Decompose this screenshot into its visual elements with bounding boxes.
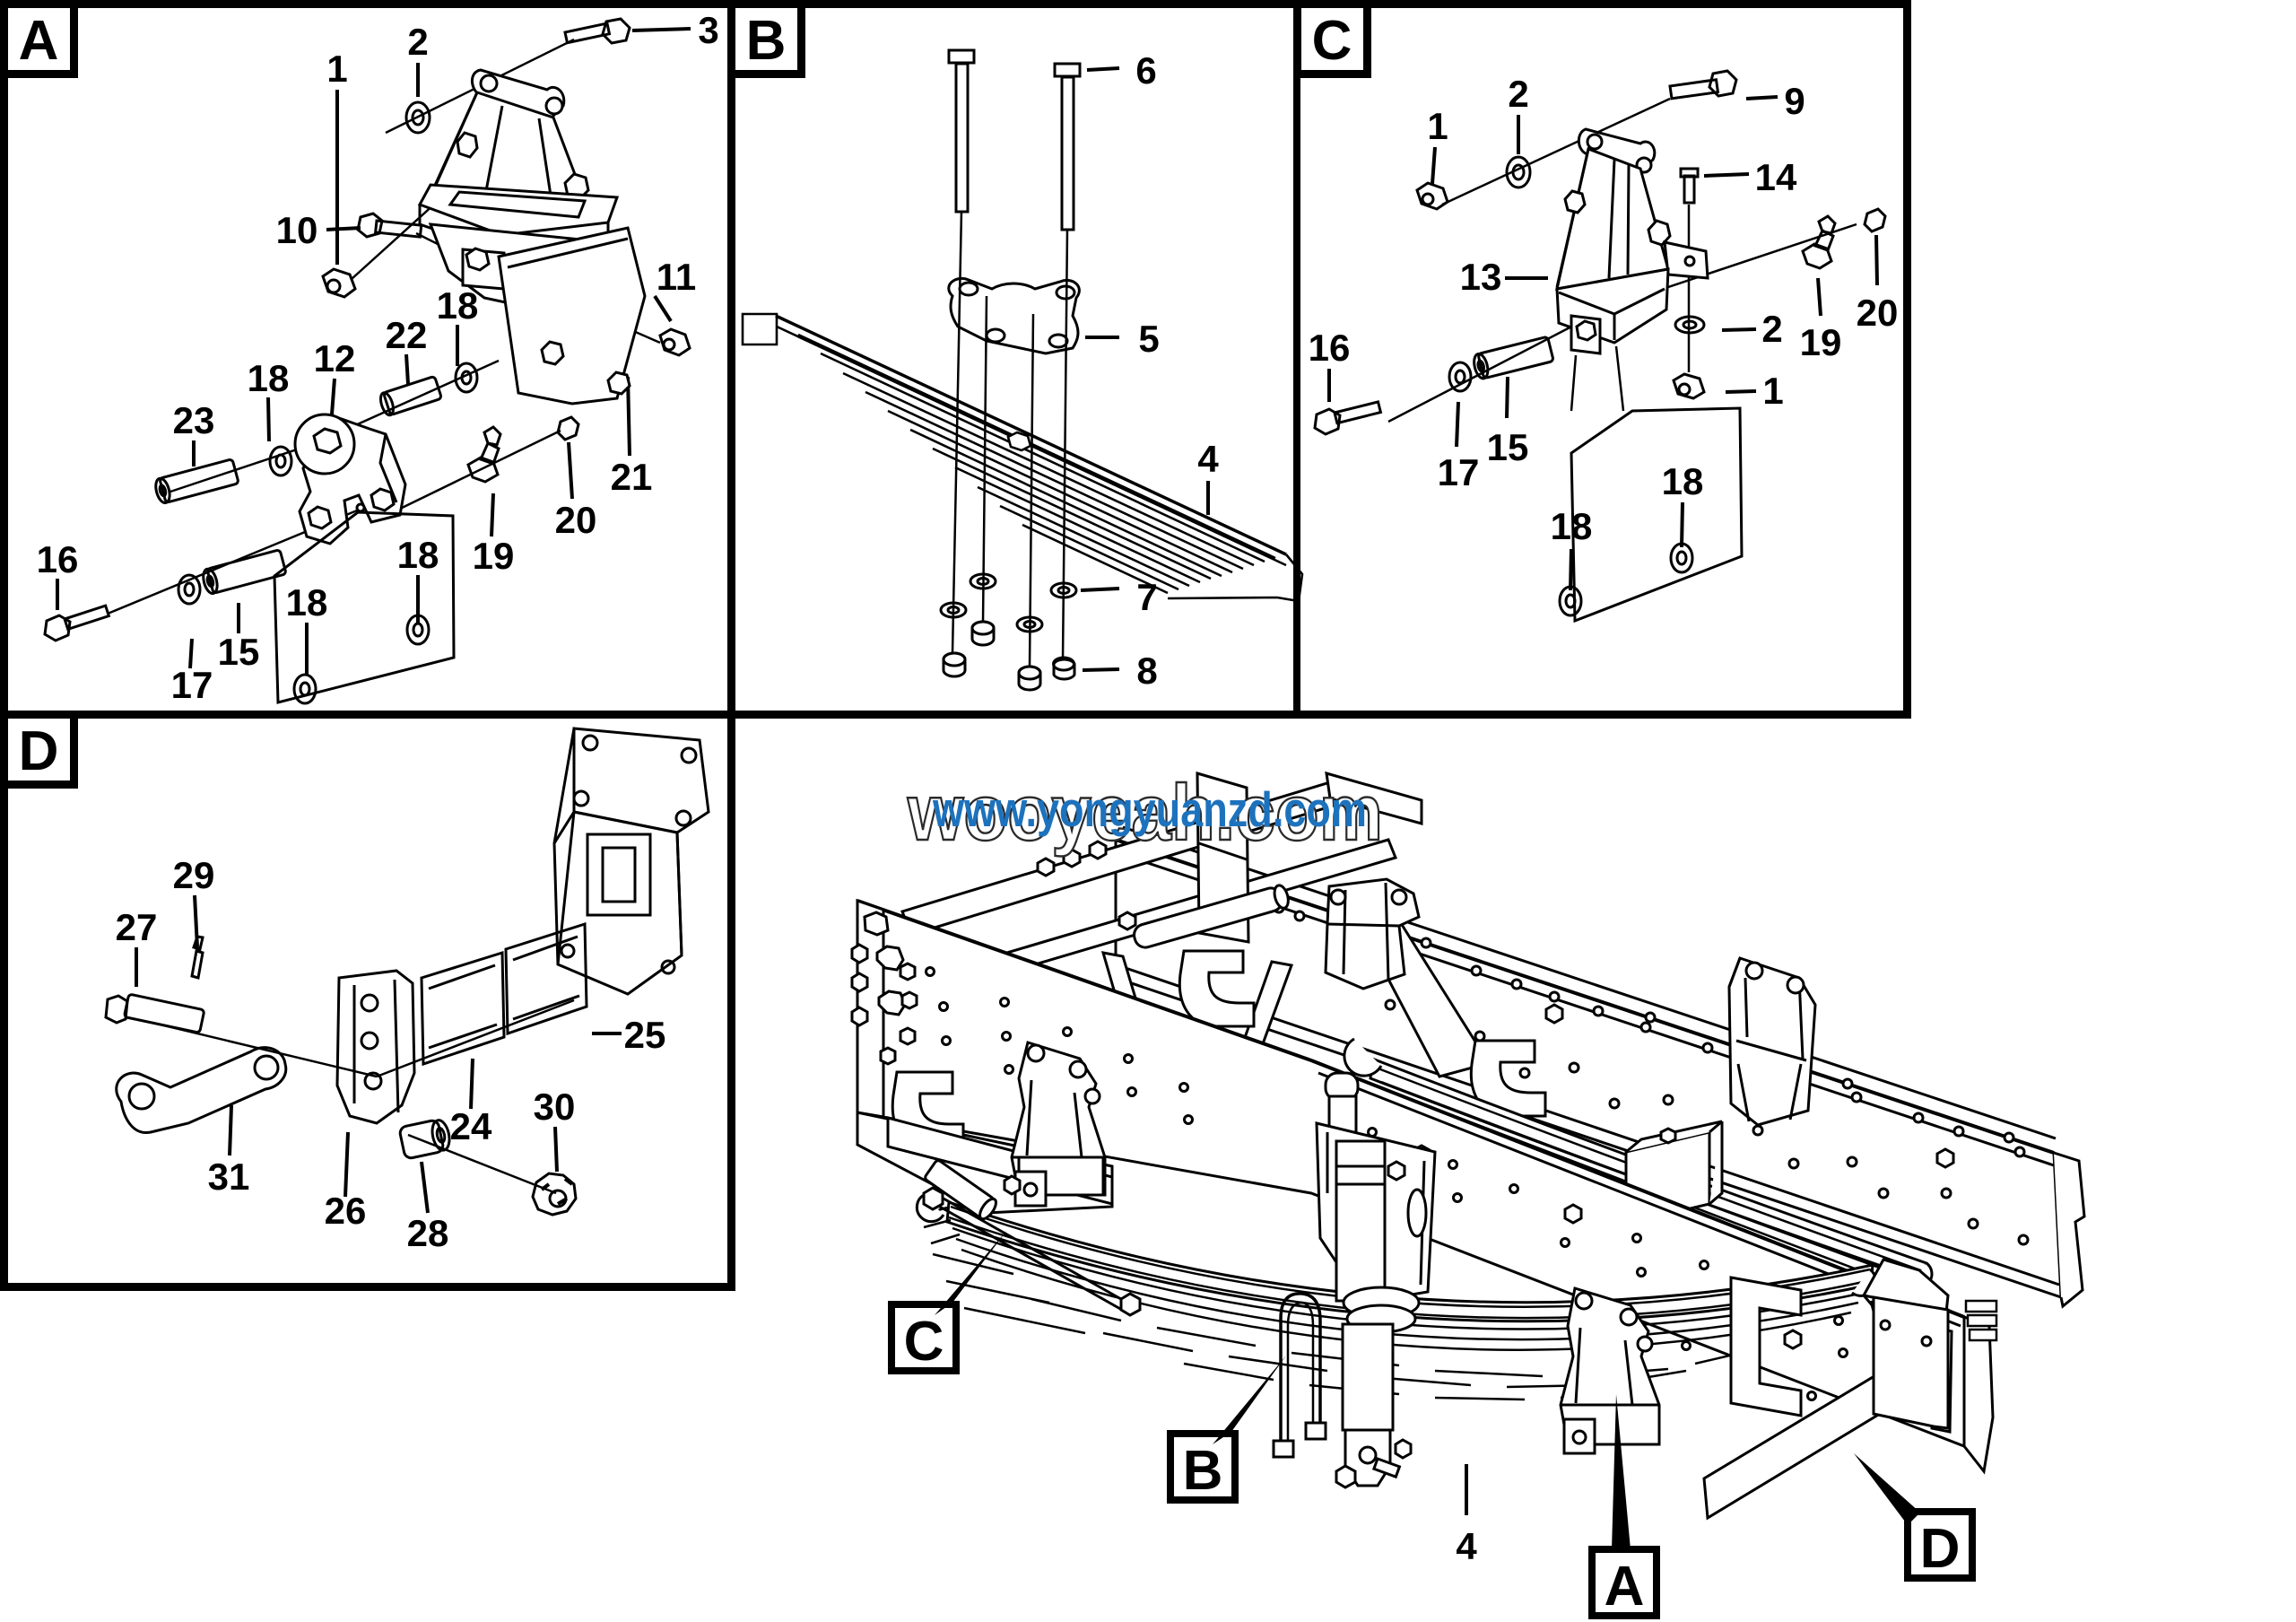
svg-text:20: 20 bbox=[1857, 292, 1899, 334]
svg-text:23: 23 bbox=[173, 399, 215, 441]
svg-text:19: 19 bbox=[473, 535, 515, 577]
svg-text:2: 2 bbox=[1508, 73, 1528, 115]
svg-text:17: 17 bbox=[171, 664, 213, 706]
svg-text:A: A bbox=[19, 10, 59, 72]
svg-text:9: 9 bbox=[1784, 80, 1805, 122]
svg-text:31: 31 bbox=[208, 1155, 250, 1198]
svg-text:16: 16 bbox=[37, 538, 79, 580]
svg-text:4: 4 bbox=[1197, 438, 1219, 480]
svg-text:3: 3 bbox=[698, 9, 718, 51]
svg-text:C: C bbox=[1312, 10, 1352, 72]
svg-text:14: 14 bbox=[1755, 156, 1797, 198]
svg-text:B: B bbox=[1183, 1440, 1223, 1502]
svg-text:16: 16 bbox=[1309, 327, 1351, 369]
svg-text:18: 18 bbox=[1662, 460, 1704, 502]
svg-text:wooyeah.com: wooyeah.com bbox=[907, 768, 1383, 857]
svg-text:18: 18 bbox=[437, 284, 479, 327]
svg-text:18: 18 bbox=[397, 534, 439, 576]
svg-text:26: 26 bbox=[325, 1190, 367, 1232]
svg-text:1: 1 bbox=[1762, 370, 1783, 412]
svg-text:10: 10 bbox=[276, 209, 318, 251]
svg-text:5: 5 bbox=[1138, 318, 1159, 360]
svg-text:7: 7 bbox=[1136, 576, 1157, 618]
svg-text:22: 22 bbox=[386, 314, 428, 356]
svg-text:25: 25 bbox=[624, 1014, 666, 1056]
svg-text:8: 8 bbox=[1136, 650, 1157, 692]
svg-text:15: 15 bbox=[218, 631, 260, 673]
svg-text:12: 12 bbox=[314, 337, 356, 379]
svg-text:29: 29 bbox=[173, 854, 215, 896]
svg-text:18: 18 bbox=[286, 581, 328, 624]
svg-text:13: 13 bbox=[1460, 256, 1502, 298]
svg-text:24: 24 bbox=[450, 1105, 492, 1147]
svg-text:1: 1 bbox=[326, 48, 347, 90]
svg-text:2: 2 bbox=[407, 21, 428, 63]
svg-text:B: B bbox=[746, 10, 787, 72]
svg-text:D: D bbox=[19, 720, 59, 782]
svg-text:15: 15 bbox=[1487, 426, 1529, 468]
svg-text:18: 18 bbox=[1551, 505, 1593, 547]
svg-text:19: 19 bbox=[1800, 321, 1842, 363]
svg-text:4: 4 bbox=[1456, 1525, 1477, 1567]
svg-text:17: 17 bbox=[1438, 451, 1480, 493]
svg-text:www.yongyuanzd.com: www.yongyuanzd.com bbox=[932, 781, 1367, 837]
svg-text:30: 30 bbox=[534, 1086, 576, 1128]
svg-text:6: 6 bbox=[1135, 49, 1156, 92]
svg-text:21: 21 bbox=[611, 456, 653, 498]
svg-text:1: 1 bbox=[1427, 105, 1448, 147]
svg-text:11: 11 bbox=[657, 256, 696, 298]
svg-text:20: 20 bbox=[555, 499, 597, 541]
svg-text:A: A bbox=[1605, 1556, 1645, 1618]
svg-text:27: 27 bbox=[116, 906, 158, 948]
svg-text:C: C bbox=[904, 1311, 944, 1373]
svg-text:D: D bbox=[1920, 1518, 1961, 1580]
svg-text:2: 2 bbox=[1761, 308, 1782, 350]
svg-text:18: 18 bbox=[248, 357, 290, 399]
svg-text:28: 28 bbox=[407, 1212, 449, 1254]
